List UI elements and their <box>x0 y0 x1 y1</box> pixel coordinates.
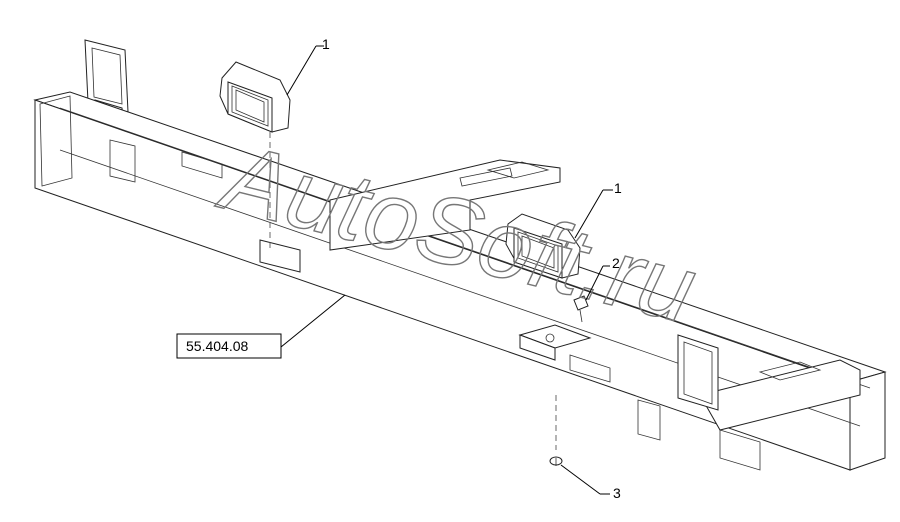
reference-label: 55.404.08 <box>186 338 248 354</box>
callout-2: 2 <box>585 255 620 301</box>
callout-label: 3 <box>613 485 621 501</box>
callout-1-upper: 1 <box>286 36 330 96</box>
work-lamp-lower <box>505 213 581 279</box>
callout-label: 1 <box>322 36 330 52</box>
bolt-part-2 <box>573 295 589 323</box>
right-bracket <box>699 359 861 431</box>
callout-label: 1 <box>614 180 622 196</box>
screw-part-3 <box>549 456 563 466</box>
work-lamp-upper <box>219 61 291 133</box>
callout-1-lower: 1 <box>574 180 622 239</box>
callout-label: 2 <box>612 255 620 271</box>
lamp-base-right <box>518 324 592 361</box>
reference-box: 55.404.08 <box>176 294 346 359</box>
callout-3: 3 <box>560 464 621 501</box>
main-crossbar <box>33 91 887 471</box>
right-mounting-plate <box>677 334 719 411</box>
